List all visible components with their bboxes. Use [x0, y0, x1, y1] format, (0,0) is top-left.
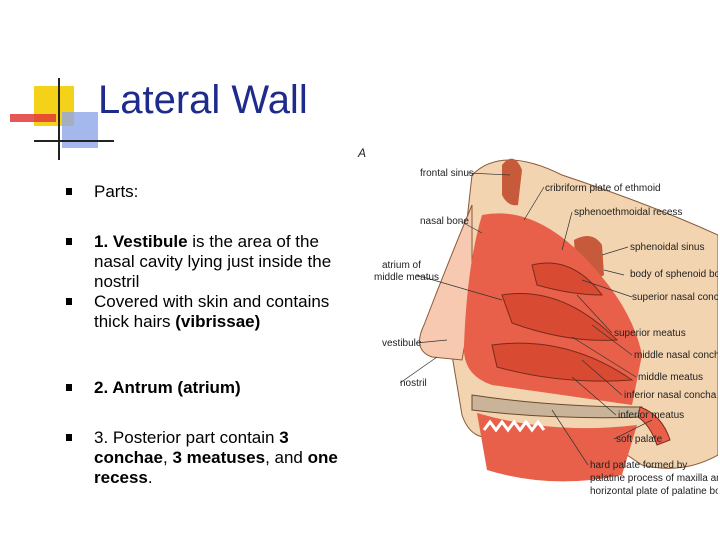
label-soft-palate: soft palate [616, 434, 663, 445]
nasal-cavity-diagram: A frontal sinus cribriform plate of e [357, 146, 718, 497]
bullet-segment: 3. Posterior part contain [94, 428, 280, 447]
bullet-segment: , [162, 448, 173, 467]
bullet-marker [66, 298, 72, 305]
bullet-marker [66, 434, 72, 441]
bullet-text: 3. Posterior part contain 3 conchae, 3 m… [94, 428, 356, 488]
middle-concha-shape [501, 292, 619, 341]
label-nasal-bone: nasal bone [420, 216, 469, 227]
label-nostril: nostril [400, 378, 427, 389]
teeth [482, 419, 546, 433]
label-frontal-sinus: frontal sinus [420, 168, 474, 179]
bullet-segment: Parts: [94, 182, 139, 201]
bullet-marker [66, 188, 72, 195]
bullet-segment: . [147, 468, 153, 487]
oral-cavity [477, 413, 637, 482]
bullet-segment: Covered with skin and contains thick hai… [94, 292, 330, 331]
bullet-marker [66, 384, 72, 391]
decor-horizontal-line [34, 140, 114, 142]
label-sphenoidal-sinus: sphenoidal sinus [630, 242, 705, 253]
decor-red-bar [10, 114, 56, 122]
bullet-segment: 3 conchae [94, 428, 289, 467]
slide-title: Lateral Wall [98, 78, 308, 122]
label-inferior-concha: inferior nasal concha [624, 390, 717, 401]
label-middle-concha: middle nasal concha [634, 350, 718, 361]
frontal-sinus-shape [502, 158, 522, 206]
bullet-text: Covered with skin and contains thick hai… [94, 292, 356, 332]
bullet-text: 1. Vestibule is the area of the nasal ca… [94, 232, 356, 292]
label-sphenoethmoidal-recess: sphenoethmoidal recess [574, 207, 682, 218]
bullet-marker [66, 238, 72, 245]
soft-palate-shape [637, 406, 671, 446]
corner-mark: A [357, 146, 366, 160]
bullet-segment: (vibrissae) [175, 312, 261, 331]
label-cribriform-plate: cribriform plate of ethmoid [545, 183, 661, 194]
label-inferior-meatus: inferior meatus [618, 410, 684, 421]
label-atrium-line2: middle meatus [374, 272, 439, 283]
decor-blue-square [62, 112, 98, 148]
inferior-concha-shape [491, 342, 634, 382]
label-superior-meatus: superior meatus [614, 328, 686, 339]
bullet-segment: 2. Antrum (atrium) [94, 378, 241, 397]
bullet-text: Parts: [94, 182, 356, 202]
label-hard-palate-line2: palatine process of maxilla and [590, 473, 718, 484]
bullet-segment: one recess [94, 448, 338, 487]
label-superior-concha: superior nasal concha [632, 292, 718, 303]
label-atrium-line1: atrium of [382, 260, 421, 271]
bullet-segment: is the area of the nasal cavity lying ju… [94, 232, 332, 291]
decor-vertical-line [58, 78, 60, 160]
label-middle-meatus: middle meatus [638, 372, 703, 383]
label-hard-palate-line1: hard palate formed by [590, 460, 687, 471]
external-nose [419, 204, 473, 361]
bullet-segment: 1. Vestibule [94, 232, 188, 251]
label-body-sphenoid: body of sphenoid bone [630, 269, 718, 280]
bullet-segment: 3 meatuses [172, 448, 266, 467]
bullet-text: 2. Antrum (atrium) [94, 378, 356, 398]
leader-lines [399, 172, 653, 466]
label-vestibule: vestibule [382, 338, 422, 349]
bullet-segment: , and [265, 448, 308, 467]
label-hard-palate-line3: horizontal plate of palatine bone [590, 486, 718, 497]
superior-concha-shape [531, 262, 604, 296]
